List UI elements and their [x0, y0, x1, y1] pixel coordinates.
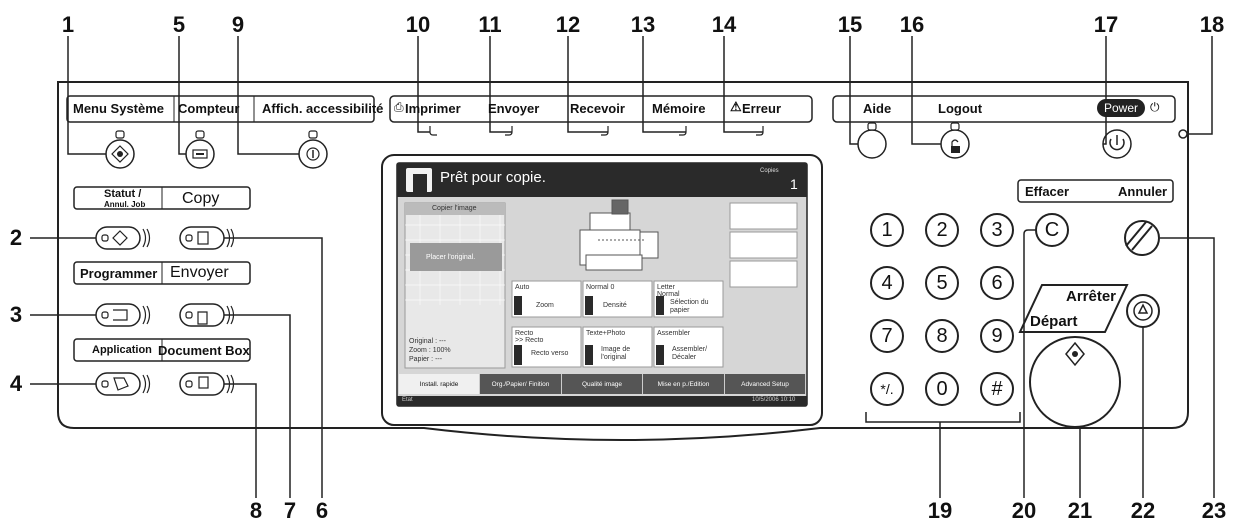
- keypad-4[interactable]: 4: [870, 266, 904, 300]
- setting-assembler: Assembler: [657, 330, 691, 337]
- callout-8: 8: [249, 498, 263, 523]
- programmer-label: Programmer: [80, 266, 158, 281]
- setting-normal-2: Normal: [657, 291, 680, 298]
- info-original: Original : ---: [409, 338, 446, 345]
- keypad-2[interactable]: 2: [925, 213, 959, 247]
- menu-systeme-label: Menu Système: [73, 101, 165, 116]
- arreter-label: Arrêter: [1066, 288, 1117, 305]
- keypad-1[interactable]: 1: [870, 213, 904, 247]
- copies-value: 1: [790, 176, 798, 192]
- callout-10: 10: [405, 12, 431, 37]
- preview-message: Placer l'original.: [426, 254, 476, 261]
- callout-23: 23: [1201, 498, 1227, 523]
- callout-14: 14: [711, 12, 737, 37]
- recevoir-label: Recevoir: [570, 101, 625, 116]
- setting-auto: Auto: [515, 284, 530, 291]
- callout-19: 19: [927, 498, 953, 523]
- preview-label: Copier l'image: [432, 205, 477, 212]
- clear-key[interactable]: C: [1035, 213, 1069, 247]
- annul-job-label: Annul. Job: [104, 200, 146, 209]
- tab-mise-en-page[interactable]: Mise en p./Edition: [643, 374, 725, 394]
- callout-12: 12: [555, 12, 581, 37]
- callout-3: 3: [9, 302, 23, 327]
- tab-install-rapide[interactable]: Install. rapide: [399, 374, 480, 394]
- callout-15: 15: [837, 12, 863, 37]
- setting-recto: Recto: [515, 330, 534, 337]
- effacer-label: Effacer: [1025, 184, 1070, 199]
- affich-accessibilite-label: Affich. accessibilité: [262, 101, 384, 116]
- aide-label: Aide: [863, 101, 892, 116]
- callout-2: 2: [9, 225, 23, 250]
- setting-letter: Letter: [657, 284, 675, 291]
- callout-11: 11: [478, 12, 502, 37]
- setting-normal: Normal 0: [586, 284, 615, 291]
- callout-13: 13: [630, 12, 656, 37]
- callout-18: 18: [1199, 12, 1225, 37]
- compteur-label: Compteur: [178, 101, 240, 116]
- callout-6: 6: [315, 498, 329, 523]
- keypad-hash[interactable]: #: [980, 372, 1014, 406]
- copies-label: Copies: [760, 168, 779, 174]
- densite-button[interactable]: Densité: [603, 302, 627, 309]
- tab-advanced-setup[interactable]: Advanced Setup: [725, 374, 806, 394]
- info-zoom: Zoom : 100%: [409, 347, 451, 354]
- callout-16: 16: [899, 12, 925, 37]
- info-papier: Papier : ---: [409, 356, 443, 363]
- callout-1: 1: [61, 12, 75, 37]
- callout-22: 22: [1130, 498, 1156, 523]
- callout-9: 9: [231, 12, 245, 37]
- keypad-6[interactable]: 6: [980, 266, 1014, 300]
- tab-org-papier-finition[interactable]: Org./Papier/ Finition: [480, 374, 562, 394]
- keypad-3[interactable]: 3: [980, 213, 1014, 247]
- callout-20: 20: [1011, 498, 1037, 523]
- power-icon: ⏻: [1150, 100, 1160, 114]
- power-label: Power: [1097, 99, 1145, 117]
- tab-qualite-image[interactable]: Qualité image: [562, 374, 643, 394]
- depart-label: Départ: [1030, 313, 1078, 330]
- imprimer-label: Imprimer: [405, 101, 461, 116]
- image-original-button[interactable]: Image de l'original: [601, 346, 631, 361]
- document-box-label: Document Box: [158, 343, 250, 358]
- callout-17: 17: [1093, 12, 1119, 37]
- screen-title: Prêt pour copie.: [440, 169, 546, 186]
- keypad-8[interactable]: 8: [925, 319, 959, 353]
- setting-texte-photo: Texte+Photo: [586, 330, 626, 337]
- envoyer-indicator-label: Envoyer: [488, 101, 540, 116]
- keypad-9[interactable]: 9: [980, 319, 1014, 353]
- recto-verso-button[interactable]: Recto verso: [531, 350, 569, 357]
- callout-21: 21: [1067, 498, 1093, 523]
- printer-icon: ⎙: [394, 100, 404, 114]
- callout-7: 7: [283, 498, 297, 523]
- annuler-label: Annuler: [1118, 184, 1168, 199]
- keypad-star[interactable]: */.: [870, 372, 904, 406]
- status-bar-right: 10/5/2006 10:10: [752, 397, 796, 403]
- keypad-5[interactable]: 5: [925, 266, 959, 300]
- statut-label: Statut /: [104, 188, 142, 200]
- copy-label: Copy: [182, 190, 220, 207]
- assembler-decaler-button[interactable]: Assembler/ Décaler: [672, 346, 708, 361]
- status-bar-left: Etat: [402, 397, 413, 403]
- keypad-0[interactable]: 0: [925, 372, 959, 406]
- callout-5: 5: [172, 12, 186, 37]
- zoom-button[interactable]: Zoom: [536, 302, 554, 309]
- memoire-label: Mémoire: [652, 101, 706, 116]
- logout-label: Logout: [938, 101, 983, 116]
- callout-4: 4: [9, 371, 23, 396]
- envoyer-label: Envoyer: [170, 264, 229, 281]
- keypad-7[interactable]: 7: [870, 319, 904, 353]
- application-label: Application: [92, 344, 152, 356]
- setting-recto-2: >> Recto: [515, 337, 544, 344]
- warning-icon: ⚠: [730, 99, 742, 114]
- erreur-label: Erreur: [742, 101, 782, 116]
- selection-papier-button[interactable]: Sélection du papier: [670, 299, 709, 314]
